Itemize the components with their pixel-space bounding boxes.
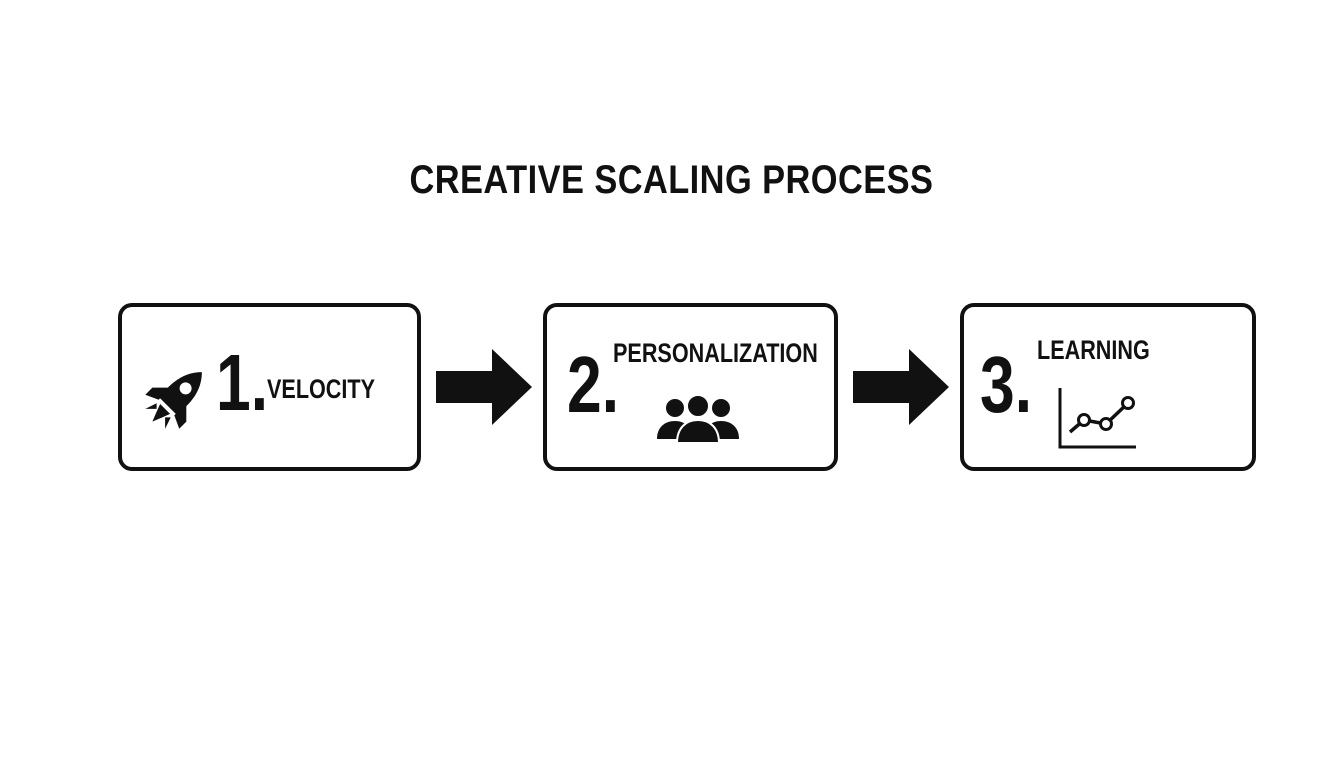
people-group-icon (657, 394, 739, 444)
step-label-velocity: VELOCITY (267, 374, 376, 404)
arrow-right-icon (853, 349, 949, 425)
step-label-learning: LEARNING (1037, 335, 1150, 365)
step-box-velocity: 1. VELOCITY (118, 303, 421, 471)
step-number: 3. (980, 340, 1033, 429)
rocket-icon (145, 372, 202, 429)
arrow-right-icon (436, 349, 532, 425)
line-chart-icon (1058, 388, 1136, 449)
step-number: 2. (567, 340, 620, 429)
step-label-personalization: PERSONALIZATION (613, 338, 818, 368)
step-number: 1. (216, 338, 269, 427)
diagram-title: CREATIVE SCALING PROCESS (409, 158, 934, 202)
step-box-personalization: 2. PERSONALIZATION (543, 303, 838, 471)
step-box-learning: 3. LEARNING (960, 303, 1256, 471)
